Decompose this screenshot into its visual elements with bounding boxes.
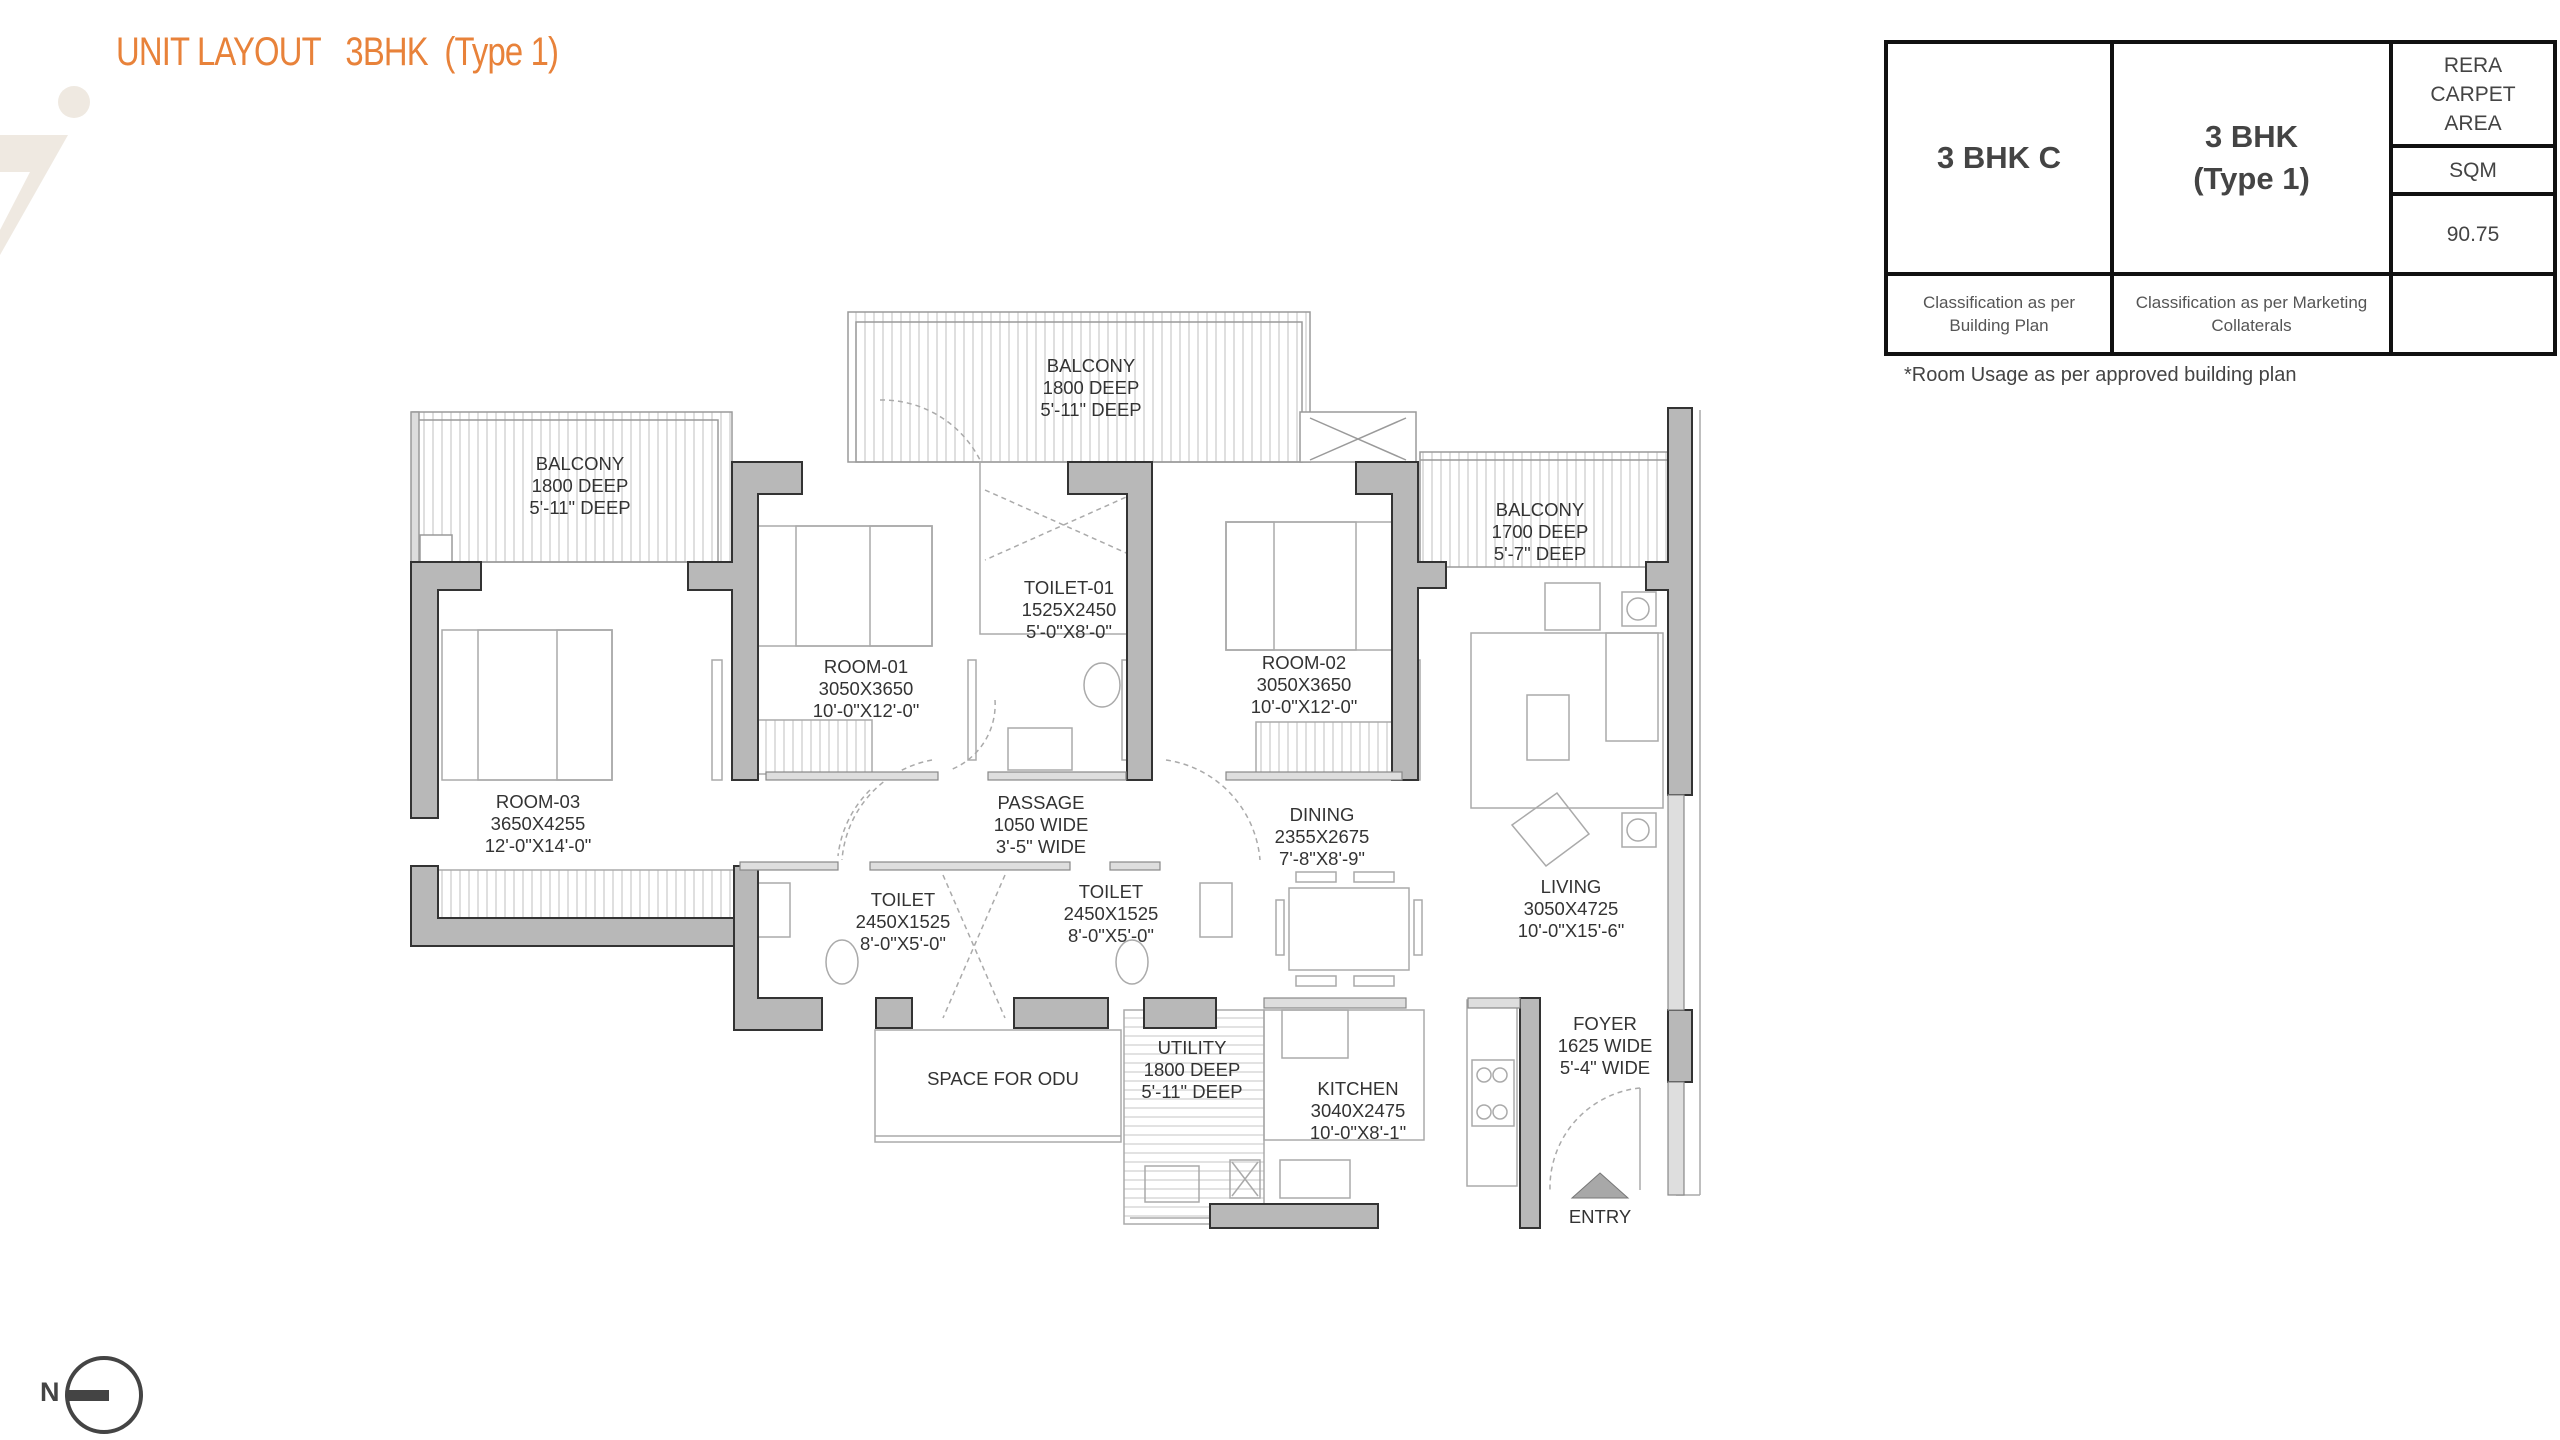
building-plan-class: 3 BHK C: [1884, 40, 2114, 276]
rera-label-1: RERA: [2443, 53, 2503, 77]
marketing-class-line2: (Type 1): [2193, 161, 2310, 196]
unit-label: SQM: [2389, 144, 2557, 196]
brand-watermark-icon: [0, 86, 90, 255]
footer-empty-cell: [2389, 272, 2557, 356]
rera-label-3: AREA: [2444, 111, 2502, 135]
walls: [410, 407, 1693, 1229]
north-compass-icon: [65, 1356, 143, 1434]
rera-carpet-area-label: RERA CARPET AREA: [2389, 40, 2557, 148]
marketing-class: 3 BHK (Type 1): [2110, 40, 2393, 276]
room-usage-note: *Room Usage as per approved building pla…: [1904, 364, 2297, 386]
footer-marketing-line2: Collaterals: [2211, 316, 2292, 335]
balconies: [410, 311, 1669, 568]
page-title: UNIT LAYOUT 3BHK (Type 1): [116, 30, 583, 75]
entry-arrow-icon: [1570, 1172, 1630, 1199]
carpet-area-value: 90.75: [2389, 192, 2557, 276]
compass-north-label: N: [40, 1377, 60, 1407]
footer-building-line1: Classification as per: [1922, 293, 2076, 312]
label-odu: SPACE FOR ODU: [927, 1068, 1079, 1089]
title-unit: 3BHK (Type 1): [345, 30, 559, 74]
interior-lines: [437, 399, 1701, 1225]
footer-marketing-line1: Classification as per Marketing: [2135, 293, 2368, 312]
title-prefix: UNIT LAYOUT: [116, 30, 322, 74]
rera-label-2: CARPET: [2430, 82, 2516, 106]
light-walls: [739, 771, 1685, 1196]
area-table: 3 BHK C 3 BHK (Type 1) RERA CARPET AREA SQM…: [1884, 40, 2557, 356]
label-entry: ENTRY: [1569, 1206, 1631, 1227]
marketing-class-line1: 3 BHK: [2204, 119, 2298, 154]
footer-building-line2: Building Plan: [1949, 316, 2049, 335]
